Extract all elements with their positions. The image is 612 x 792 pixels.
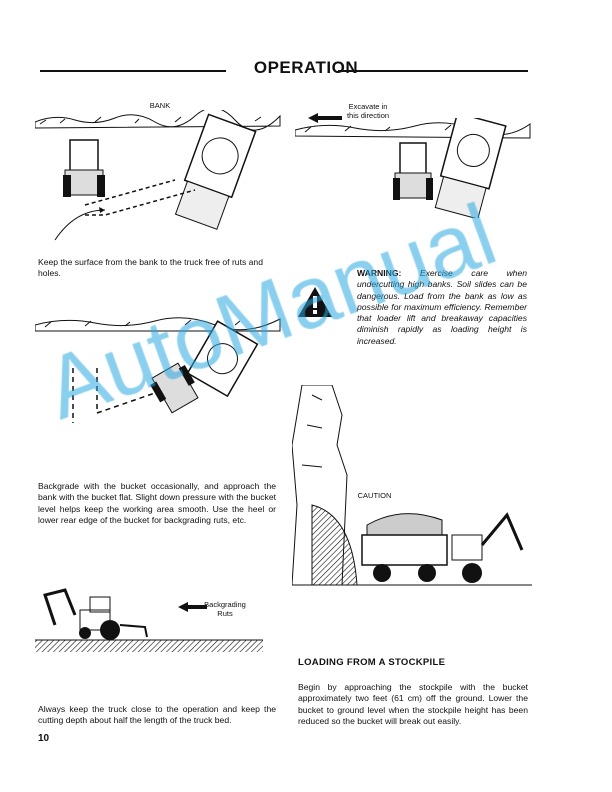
figure-excavate-direction: [295, 118, 531, 218]
bank-label: BANK: [149, 101, 171, 110]
warning-body: Exercise care when undercutting high ban…: [357, 268, 528, 346]
caution-label: CAUTION: [357, 491, 392, 500]
warning-text: WARNING: Exercise care when undercutting…: [357, 268, 527, 347]
surface-caption: Keep the surface from the bank to the tr…: [38, 257, 263, 279]
figure-bank-truck: [35, 110, 281, 241]
header-rule-right: [338, 70, 528, 72]
backgrading-label-line1: Backgrading: [204, 600, 246, 609]
stockpile-body: Begin by approaching the stockpile with …: [298, 682, 528, 726]
truck-close-caption: Always keep the truck close to the opera…: [38, 704, 276, 726]
warning-label: WARNING:: [357, 268, 402, 278]
figure-backgrading-ruts: [35, 588, 263, 652]
page-title: OPERATION: [253, 58, 359, 77]
stockpile-heading: LOADING FROM A STOCKPILE: [298, 657, 446, 668]
figure-caution-cliff: [292, 385, 532, 586]
backgrading-label-line2: Ruts: [217, 609, 233, 618]
excavate-label-line1: Excavate in: [348, 102, 388, 111]
figure-backgrade-approach: [35, 317, 281, 423]
page-number: 10: [38, 733, 50, 744]
warning-triangle-icon: [298, 287, 332, 317]
backgrade-caption: Backgrade with the bucket occasionally, …: [38, 481, 276, 525]
